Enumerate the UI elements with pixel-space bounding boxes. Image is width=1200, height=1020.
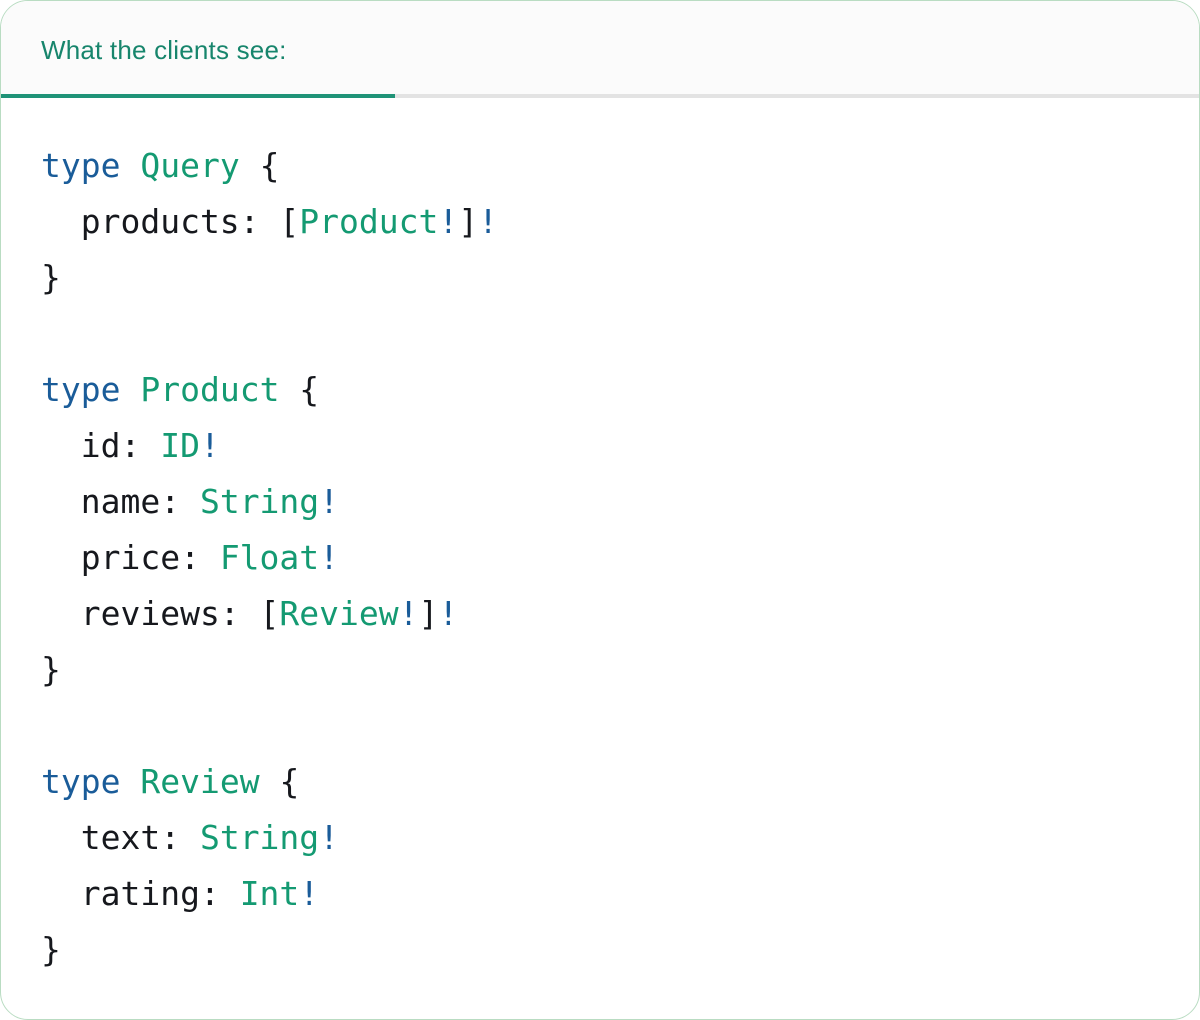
panel-title: What the clients see: bbox=[41, 35, 287, 65]
code-line: reviews: [Review!]! bbox=[41, 586, 1159, 642]
code-line: } bbox=[41, 642, 1159, 698]
code-token-bang: ! bbox=[299, 874, 320, 913]
code-line: } bbox=[41, 250, 1159, 306]
code-token-plain: } bbox=[41, 650, 61, 689]
code-token-plain: rating: bbox=[41, 874, 240, 913]
code-token-plain: { bbox=[239, 146, 280, 185]
code-blank-line bbox=[41, 306, 1159, 362]
code-token-plain: } bbox=[41, 258, 61, 297]
code-token-type-name: Review bbox=[140, 762, 260, 801]
code-token-plain bbox=[120, 370, 140, 409]
code-token-plain: { bbox=[259, 762, 300, 801]
code-token-plain bbox=[120, 762, 140, 801]
code-token-type-name: Product bbox=[140, 370, 280, 409]
code-line: } bbox=[41, 922, 1159, 978]
header-divider bbox=[1, 94, 1199, 98]
code-blank-line bbox=[41, 698, 1159, 754]
code-token-type-name: String bbox=[199, 482, 320, 521]
code-token-plain: { bbox=[279, 370, 320, 409]
code-token-plain: ] bbox=[458, 202, 479, 241]
code-token-plain: reviews: [ bbox=[41, 594, 280, 633]
code-line: name: String! bbox=[41, 474, 1159, 530]
panel-header: What the clients see: bbox=[1, 1, 1199, 94]
code-line: id: ID! bbox=[41, 418, 1159, 474]
code-token-bang: ! bbox=[319, 482, 340, 521]
code-token-plain: price: bbox=[41, 538, 220, 577]
code-token-type-name: ID bbox=[160, 426, 200, 465]
code-line: type Query { bbox=[41, 138, 1159, 194]
code-token-type-name: Review bbox=[279, 594, 399, 633]
code-token-bang: ! bbox=[438, 202, 459, 241]
code-token-bang: ! bbox=[199, 426, 220, 465]
code-token-bang: ! bbox=[319, 818, 340, 857]
code-token-plain: products: [ bbox=[41, 202, 300, 241]
code-line: rating: Int! bbox=[41, 866, 1159, 922]
code-token-bang: ! bbox=[478, 202, 498, 241]
code-token-plain: } bbox=[41, 930, 61, 969]
code-token-type-name: String bbox=[199, 818, 320, 857]
code-token-type-name: Query bbox=[140, 146, 240, 185]
code-token-plain: ] bbox=[418, 594, 439, 633]
code-token-type-name: Product bbox=[299, 202, 439, 241]
code-token-bang: ! bbox=[438, 594, 459, 633]
code-line: type Product { bbox=[41, 362, 1159, 418]
code-token-plain bbox=[120, 146, 140, 185]
code-token-keyword: type bbox=[41, 146, 121, 185]
code-token-type-name: Int bbox=[239, 874, 300, 913]
code-line: price: Float! bbox=[41, 530, 1159, 586]
code-token-keyword: type bbox=[41, 370, 121, 409]
code-token-bang: ! bbox=[319, 538, 340, 577]
code-block: type Query { products: [Product!]!} type… bbox=[1, 98, 1199, 978]
code-token-plain: id: bbox=[41, 426, 161, 465]
active-tab-underline bbox=[1, 94, 395, 98]
code-token-type-name: Float bbox=[219, 538, 320, 577]
code-line: type Review { bbox=[41, 754, 1159, 810]
code-token-bang: ! bbox=[398, 594, 419, 633]
code-line: text: String! bbox=[41, 810, 1159, 866]
code-token-plain: text: bbox=[41, 818, 200, 857]
code-token-keyword: type bbox=[41, 762, 121, 801]
code-line: products: [Product!]! bbox=[41, 194, 1159, 250]
code-token-plain: name: bbox=[41, 482, 200, 521]
